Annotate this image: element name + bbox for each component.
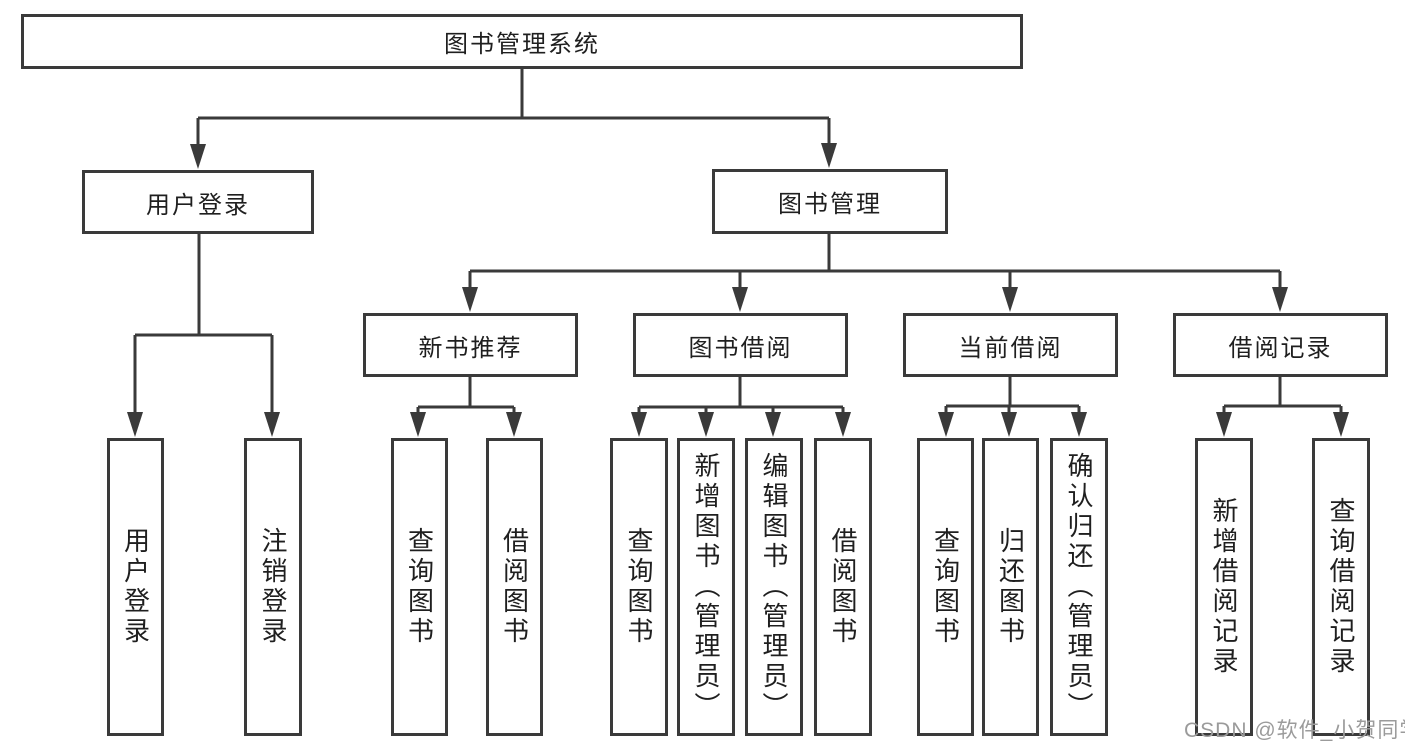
leaf-cb-return-book: 归还图书	[982, 438, 1039, 736]
node-label: 图书管理系统	[444, 31, 600, 58]
leaf-rec-query-book: 查询图书	[391, 438, 448, 736]
node-label: 借阅记录	[1228, 334, 1333, 362]
leaf-bb-query-book: 查询图书	[610, 438, 668, 736]
leaf-cb-confirm-return-admin: 确认归还（管理员）	[1050, 438, 1108, 736]
leaf-label: 注销登录	[258, 527, 288, 647]
leaf-br-query-record: 查询借阅记录	[1312, 438, 1370, 736]
arrow-down-icon	[506, 412, 522, 437]
node-book-borrow: 图书借阅	[633, 313, 848, 377]
leaf-br-add-record: 新增借阅记录	[1195, 438, 1253, 736]
leaf-bb-add-book-admin: 新增图书（管理员）	[677, 438, 735, 736]
arrow-down-icon	[631, 412, 647, 437]
leaf-label: 确认归还（管理员）	[1064, 452, 1094, 722]
node-library-management-system: 图书管理系统	[21, 14, 1023, 69]
leaf-bb-borrow-book: 借阅图书	[814, 438, 872, 736]
leaf-bb-edit-book-admin: 编辑图书（管理员）	[745, 438, 803, 736]
arrow-down-icon	[1002, 287, 1018, 312]
leaf-label: 用户登录	[120, 527, 151, 647]
arrow-down-icon	[410, 412, 426, 437]
arrow-down-icon	[1071, 412, 1087, 437]
arrow-down-icon	[821, 143, 837, 168]
leaf-label: 查询图书	[930, 527, 961, 647]
leaf-cb-query-book: 查询图书	[917, 438, 974, 736]
arrow-down-icon	[765, 412, 781, 437]
watermark: CSDN @软件_小贺同学	[1184, 719, 1405, 742]
node-current-borrow: 当前借阅	[903, 313, 1118, 377]
leaf-logout: 注销登录	[244, 438, 302, 736]
arrow-down-icon	[732, 287, 748, 312]
arrow-down-icon	[1216, 412, 1232, 437]
arrow-down-icon	[264, 412, 280, 437]
node-new-book-recommend: 新书推荐	[363, 313, 578, 377]
arrow-down-icon	[1272, 287, 1288, 312]
node-label: 图书借阅	[688, 334, 793, 362]
node-label: 新书推荐	[418, 334, 523, 362]
leaf-user-login: 用户登录	[107, 438, 164, 736]
leaf-label: 借阅图书	[828, 527, 858, 647]
arrow-down-icon	[127, 412, 143, 437]
leaf-label: 查询图书	[404, 527, 435, 647]
arrow-down-icon	[462, 287, 478, 312]
leaf-label: 新增图书（管理员）	[691, 452, 721, 722]
leaf-label: 查询借阅记录	[1326, 497, 1356, 677]
node-label: 图书管理	[778, 191, 882, 218]
leaf-label: 编辑图书（管理员）	[759, 452, 789, 722]
leaf-label: 归还图书	[995, 527, 1026, 647]
arrow-down-icon	[1001, 412, 1017, 437]
leaf-label: 借阅图书	[499, 527, 530, 647]
leaf-label: 新增借阅记录	[1209, 497, 1239, 677]
arrow-down-icon	[835, 412, 851, 437]
arrow-down-icon	[698, 412, 714, 437]
node-label: 用户登录	[146, 191, 250, 219]
arrow-down-icon	[1333, 412, 1349, 437]
node-label: 当前借阅	[958, 334, 1063, 362]
leaf-rec-borrow-book: 借阅图书	[486, 438, 543, 736]
leaf-label: 查询图书	[624, 527, 654, 647]
node-user-login: 用户登录	[82, 170, 314, 234]
arrow-down-icon	[190, 144, 206, 169]
node-borrow-records: 借阅记录	[1173, 313, 1388, 377]
node-book-management: 图书管理	[712, 169, 948, 234]
arrow-down-icon	[938, 412, 954, 437]
